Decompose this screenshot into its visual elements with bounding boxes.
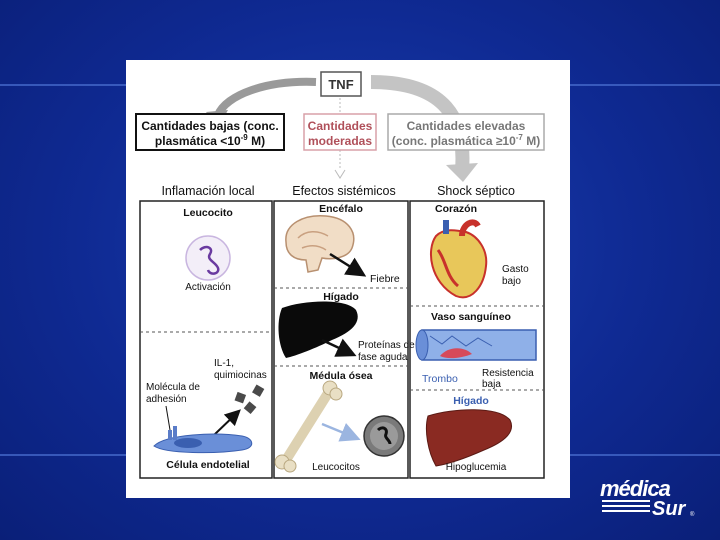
tnf-diagram: TNF Cantidades bajas (conc. plasmática <… <box>135 71 545 479</box>
proteins-line2: fase aguda <box>358 352 408 363</box>
adhesion-pointer <box>165 405 171 431</box>
tnf-label: TNF <box>328 77 353 92</box>
logo-registered-mark: ® <box>690 511 695 518</box>
fever-label: Fiebre <box>370 273 400 285</box>
tnf-diagram-panel: TNF Cantidades bajas (conc. plasmática <… <box>126 60 570 498</box>
moderate-line2: moderadas <box>308 134 372 148</box>
endothelial-label: Célula endotelial <box>166 459 250 471</box>
logo-sur: Sur <box>652 498 687 520</box>
marrow-leukocyte <box>363 415 405 457</box>
low-line1: Cantidades bajas (conc. <box>141 119 278 133</box>
arrow-high <box>370 75 470 171</box>
brain-label: Encéfalo <box>319 203 363 215</box>
il1-arrow <box>213 409 241 436</box>
marrow-arrow <box>321 422 361 442</box>
leukocyte-cell <box>185 235 231 281</box>
output-line1: Gasto <box>502 264 529 275</box>
medica-sur-logo: médica Sur ® <box>598 476 700 522</box>
heart-illustration <box>429 219 488 299</box>
proteins-arrow <box>321 338 357 357</box>
adhesion-line1: Molécula de <box>146 382 200 393</box>
proteins-line1: Proteínas de <box>358 340 415 351</box>
column-systemic: Efectos sistémicos <box>292 184 396 198</box>
il1-line1: IL-1, <box>214 358 234 369</box>
arrow-high-head <box>446 163 478 182</box>
endothelial-cell <box>153 426 253 454</box>
moderate-line1: Cantidades <box>308 119 373 133</box>
activation-label: Activación <box>185 282 231 293</box>
black-liver-illustration <box>278 301 358 358</box>
shock-liver-label: Hígado <box>453 395 489 407</box>
arrow-moderate-head <box>334 169 346 179</box>
leukocyte-label: Leucocito <box>183 207 233 219</box>
il1-line2: quimiocinas <box>214 370 267 381</box>
arrow-low <box>214 77 317 117</box>
resistance-line2: baja <box>482 379 501 390</box>
vessel-label: Vaso sanguíneo <box>431 311 511 323</box>
low-line2: plasmática <10-9 M) <box>155 133 265 148</box>
thrombus-label: Trombo <box>422 373 458 385</box>
heart-label: Corazón <box>435 203 477 215</box>
leukocytes-label: Leucocitos <box>312 462 360 473</box>
bone-illustration <box>274 380 343 473</box>
red-liver-illustration <box>425 409 512 467</box>
high-line2: (conc. plasmática ≥10-7 M) <box>392 133 540 148</box>
column-shock: Shock séptico <box>437 184 515 198</box>
chemokine-cubes <box>234 384 265 415</box>
systemic-liver-label: Hígado <box>323 291 359 303</box>
resistance-line1: Resistencia <box>482 368 534 379</box>
marrow-label: Médula ósea <box>309 370 372 382</box>
column-local: Inflamación local <box>161 184 254 198</box>
hypoglycemia-label: Hipoglucemia <box>446 462 507 473</box>
vessel-illustration <box>415 329 537 361</box>
high-line1: Cantidades elevadas <box>407 119 526 133</box>
output-line2: bajo <box>502 276 521 287</box>
logo-medica: médica <box>600 476 671 501</box>
fever-arrow <box>329 252 367 277</box>
adhesion-line2: adhesión <box>146 394 187 405</box>
